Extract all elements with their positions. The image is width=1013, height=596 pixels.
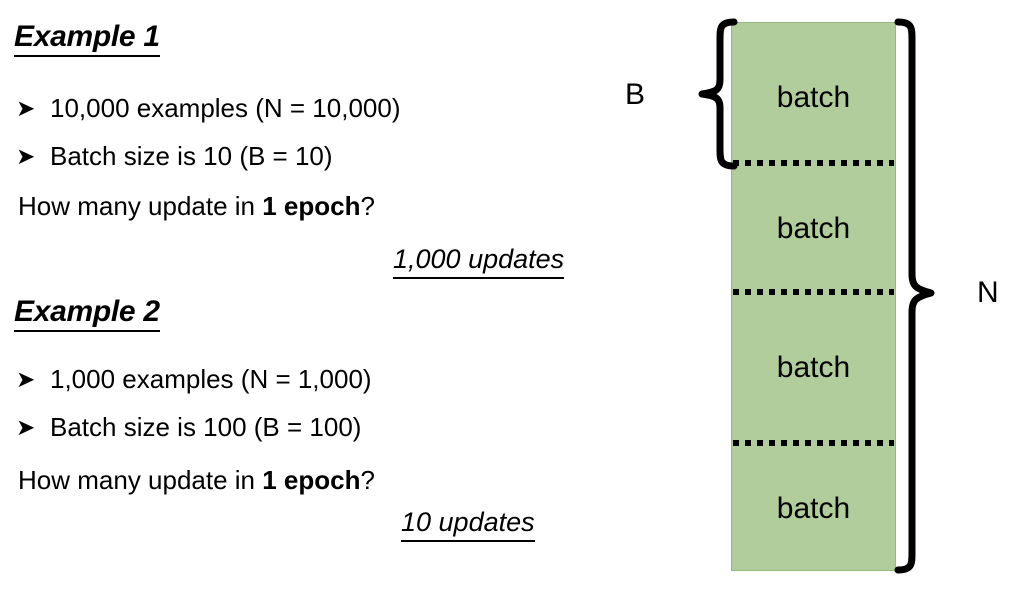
example-1-bullet-2-text: Batch size is 10 (B = 10)	[50, 141, 333, 171]
example-1-answer: 1,000 updates	[393, 246, 565, 279]
explanation-column: Example 1 ➤ 10,000 examples (N = 10,000)…	[14, 22, 565, 542]
example-2-bullet-2-text: Batch size is 100 (B = 100)	[50, 412, 362, 442]
total-size-brace-icon	[894, 18, 935, 574]
example-2-answer-text: 10 updates	[401, 509, 535, 542]
arrowhead-bullet-icon: ➤	[16, 414, 36, 440]
example-1-heading: Example 1	[14, 22, 160, 57]
example-2-bullet-2: ➤ Batch size is 100 (B = 100)	[16, 414, 361, 440]
batch-size-label: B	[625, 78, 646, 111]
batch-divider-3	[733, 440, 894, 446]
batch-divider-1	[733, 160, 894, 166]
batch-diagram: batch batch batch batch B N	[600, 0, 1013, 596]
example-2-heading: Example 2	[14, 297, 160, 332]
arrowhead-bullet-icon: ➤	[16, 143, 36, 169]
batch-divider-2	[733, 289, 894, 295]
batch-size-brace-icon	[698, 18, 738, 170]
example-2-question-prefix: How many update in	[18, 465, 263, 495]
batch-label-3: batch	[776, 351, 851, 384]
example-1-question: How many update in 1 epoch?	[18, 193, 375, 219]
example-2-question: How many update in 1 epoch?	[18, 467, 375, 493]
total-size-label: N	[977, 276, 999, 309]
example-1-question-emphasis: 1 epoch	[262, 191, 361, 221]
batch-label-2: batch	[776, 212, 851, 245]
example-1-bullet-2: ➤ Batch size is 10 (B = 10)	[16, 143, 333, 169]
example-1-heading-text: Example 1	[14, 22, 160, 57]
example-2-question-suffix: ?	[360, 465, 375, 495]
example-1-bullet-1-text: 10,000 examples (N = 10,000)	[50, 93, 401, 123]
example-1-bullet-1: ➤ 10,000 examples (N = 10,000)	[16, 95, 401, 121]
batch-label-4: batch	[776, 492, 851, 525]
example-2-bullet-1-text: 1,000 examples (N = 1,000)	[50, 364, 372, 394]
example-2-answer: 10 updates	[401, 509, 535, 542]
example-2-heading-text: Example 2	[14, 297, 160, 332]
batch-label-1: batch	[776, 81, 851, 114]
arrowhead-bullet-icon: ➤	[16, 95, 36, 121]
dataset-bar	[731, 22, 896, 571]
arrowhead-bullet-icon: ➤	[16, 366, 36, 392]
example-2-bullet-1: ➤ 1,000 examples (N = 1,000)	[16, 366, 372, 392]
example-1-question-suffix: ?	[360, 191, 375, 221]
example-1-answer-text: 1,000 updates	[393, 246, 565, 279]
example-2-question-emphasis: 1 epoch	[262, 465, 361, 495]
example-1-question-prefix: How many update in	[18, 191, 263, 221]
